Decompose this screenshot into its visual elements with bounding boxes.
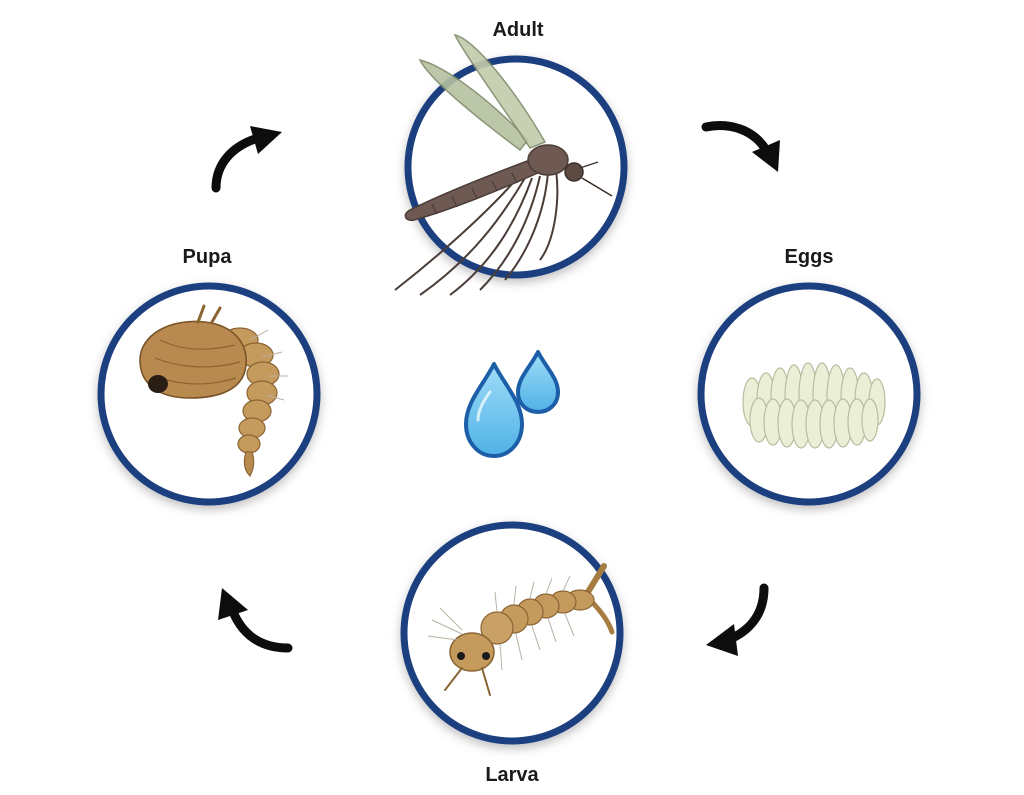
stage-label-larva: Larva — [485, 764, 539, 786]
stage-label-pupa: Pupa — [183, 246, 233, 268]
mosquito-icon — [394, 33, 613, 296]
stage-label-adult: Adult — [492, 19, 543, 41]
arrow-adult-to-eggs — [701, 121, 780, 172]
larva-icon — [427, 563, 615, 696]
pupa-icon — [139, 304, 288, 478]
arrow-pupa-to-adult — [211, 126, 282, 193]
arrow-eggs-to-larva — [706, 583, 769, 656]
stage-label-eggs: Eggs — [785, 246, 834, 268]
egg-raft-icon — [742, 362, 886, 449]
arrow-larva-to-pupa — [218, 588, 293, 653]
water-droplets-icon — [464, 350, 560, 458]
